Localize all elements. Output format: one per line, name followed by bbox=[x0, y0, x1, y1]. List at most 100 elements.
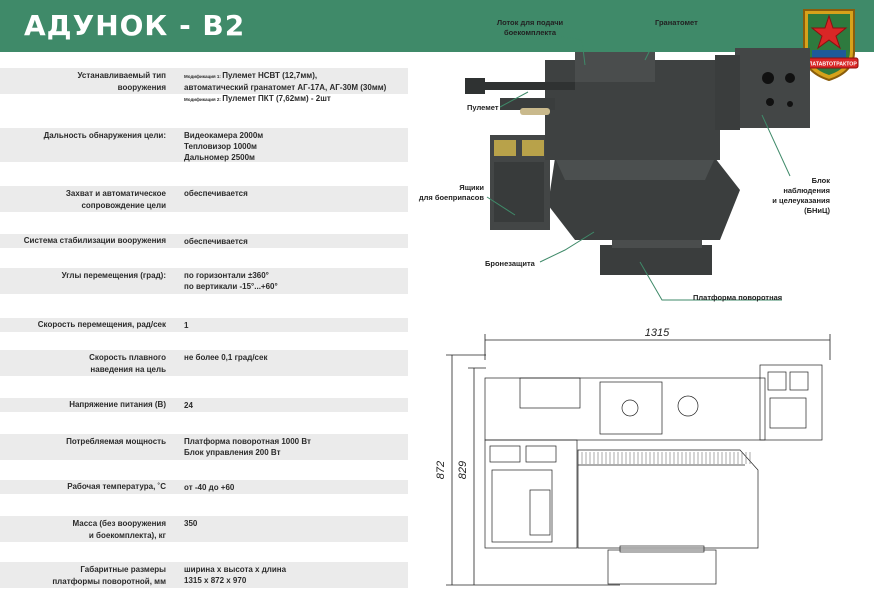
spec-value-line: автоматический гранатомет АГ-17А, АГ-30М… bbox=[184, 82, 406, 93]
spec-value-text: по вертикали -15°...+60° bbox=[184, 282, 278, 291]
callout-ammo-tray-line1: Лоток для подачи bbox=[496, 18, 564, 27]
spec-value-text: 350 bbox=[184, 519, 198, 528]
spec-value-text: 1 bbox=[184, 321, 189, 330]
spec-value-line: 1315 х 872 х 970 bbox=[184, 575, 406, 586]
spec-value-line: не более 0,1 град/сек bbox=[184, 352, 406, 363]
spec-label: Углы перемещения (град): bbox=[0, 270, 166, 282]
spec-value-line: от -40 до +60 bbox=[184, 482, 406, 493]
spec-label: Захват и автоматическое сопровождение цел… bbox=[0, 188, 166, 212]
spec-value-text: ширина х высота х длина bbox=[184, 565, 287, 574]
spec-value-text: Пулемет ПКТ (7,62мм) - 2шт bbox=[222, 94, 331, 103]
spec-value: 350 bbox=[184, 518, 406, 529]
spec-row-background bbox=[0, 350, 408, 376]
spec-row-background bbox=[0, 562, 408, 588]
spec-row-background bbox=[0, 128, 408, 162]
callout-observation-line3: и целеуказания bbox=[772, 196, 830, 205]
spec-value-text: не более 0,1 град/сек bbox=[184, 353, 268, 362]
spec-label-line: вооружения bbox=[117, 83, 166, 92]
spec-value-line: ширина х высота х длина bbox=[184, 564, 406, 575]
spec-value-text: 24 bbox=[184, 401, 193, 410]
spec-row-background bbox=[0, 516, 408, 542]
spec-value: Модификация 1: Пулемет НСВТ (12,7мм),авт… bbox=[184, 70, 406, 105]
spec-label: Потребляемая мощность bbox=[0, 436, 166, 448]
spec-label-line: Габаритные размеры bbox=[80, 565, 166, 574]
spec-row-background bbox=[0, 186, 408, 212]
callout-grenade-launcher: Гранатомет bbox=[655, 18, 698, 28]
page-title: АДУНОК - В2 bbox=[24, 9, 246, 42]
emblem-logo: ВОЛАТАВТОТРАКТОР bbox=[799, 9, 859, 82]
spec-label-line: и боекомплекта), кг bbox=[88, 531, 166, 540]
callout-ammo-tray-line2: боекомплекта bbox=[503, 28, 557, 37]
spec-label-line: Устанавливаемый тип bbox=[77, 71, 166, 80]
callout-observation-line4: (БНиЦ) bbox=[804, 206, 830, 215]
spec-value-line: по горизонтали ±360° bbox=[184, 270, 406, 281]
height-dimension-inner: 829 bbox=[457, 461, 469, 479]
spec-value: от -40 до +60 bbox=[184, 482, 406, 493]
spec-value-prefix: Модификация 1: bbox=[184, 74, 223, 79]
callout-ammo-boxes-line2: для боеприпасов bbox=[418, 193, 484, 202]
spec-value-line: Блок управления 200 Вт bbox=[184, 447, 406, 458]
spec-value-line: Тепловизор 1000м bbox=[184, 141, 406, 152]
spec-label-line: Напряжение питания (В) bbox=[69, 400, 166, 409]
spec-value: не более 0,1 град/сек bbox=[184, 352, 406, 363]
spec-label-line: Рабочая температура, ˚С bbox=[67, 482, 166, 491]
spec-label-line: Система стабилизации вооружения bbox=[23, 236, 166, 245]
spec-value-text: Платформа поворотная 1000 Вт bbox=[184, 437, 311, 446]
drawing-outline bbox=[484, 364, 823, 585]
spec-value-text: 1315 х 872 х 970 bbox=[184, 576, 247, 585]
spec-value-line: Модификация 2: Пулемет ПКТ (7,62мм) - 2ш… bbox=[184, 93, 406, 105]
spec-row-background bbox=[0, 318, 408, 332]
spec-value: 24 bbox=[184, 400, 406, 411]
spec-label: Напряжение питания (В) bbox=[0, 399, 166, 411]
callout-platform-line1: Платформа поворотная bbox=[693, 293, 783, 302]
height-dimension-outer: 872 bbox=[435, 461, 447, 479]
spec-value: обеспечивается bbox=[184, 236, 406, 247]
callout-machine-gun: Пулемет bbox=[467, 103, 499, 113]
spec-label: Скорость перемещения, рад/сек bbox=[0, 319, 166, 331]
dimension-lines bbox=[446, 334, 831, 586]
spec-value-line: обеспечивается bbox=[184, 236, 406, 247]
spec-label-line: Масса (без вооружения bbox=[72, 519, 166, 528]
spec-label-line: Углы перемещения (град): bbox=[61, 271, 166, 280]
spec-label-line: Потребляемая мощность bbox=[66, 437, 166, 446]
equipment-photo bbox=[465, 29, 810, 301]
spec-value: обеспечивается bbox=[184, 188, 406, 199]
spec-label: Рабочая температура, ˚С bbox=[0, 481, 166, 493]
callout-ammo-boxes: Ящики для боеприпасов bbox=[414, 183, 484, 203]
spec-value-text: Тепловизор 1000м bbox=[184, 142, 257, 151]
spec-label: Масса (без вооружения и боекомплекта), кг bbox=[0, 518, 166, 542]
spec-value-text: автоматический гранатомет АГ-17А, АГ-30М… bbox=[184, 83, 387, 92]
spec-label-line: наведения на цель bbox=[90, 365, 166, 374]
spec-row-background bbox=[0, 434, 408, 460]
spec-label-line: Захват и автоматическое bbox=[65, 189, 166, 198]
spec-row-background bbox=[0, 234, 408, 248]
spec-value-line: Дальномер 2500м bbox=[184, 152, 406, 163]
width-dimension: 1315 bbox=[645, 327, 670, 339]
spec-label-line: сопровождение цели bbox=[81, 201, 166, 210]
spec-value-text: обеспечивается bbox=[184, 189, 248, 198]
spec-row-background bbox=[0, 268, 408, 294]
callout-grenade-launcher-line1: Гранатомет bbox=[655, 18, 698, 27]
spec-label-line: Скорость перемещения, рад/сек bbox=[37, 320, 166, 329]
callout-machine-gun-line1: Пулемет bbox=[467, 103, 499, 112]
spec-value-line: Платформа поворотная 1000 Вт bbox=[184, 436, 406, 447]
turret-illustration bbox=[465, 48, 810, 275]
callout-observation-line2: наблюдения bbox=[783, 186, 830, 195]
spec-row-background bbox=[0, 398, 408, 412]
spec-row-background bbox=[0, 480, 408, 494]
spec-value-line: по вертикали -15°...+60° bbox=[184, 281, 406, 292]
emblem-text: ВОЛАТАВТОТРАКТОР bbox=[801, 62, 857, 68]
spec-value-text: Дальномер 2500м bbox=[184, 153, 255, 162]
spec-value-line: Видеокамера 2000м bbox=[184, 130, 406, 141]
spec-label-line: Дальность обнаружения цели: bbox=[43, 131, 166, 140]
spec-value-line: 24 bbox=[184, 400, 406, 411]
spec-value-line: 1 bbox=[184, 320, 406, 331]
callout-ammo-boxes-line1: Ящики bbox=[459, 183, 484, 192]
callout-armor-line1: Бронезащита bbox=[485, 259, 535, 268]
spec-value-line: обеспечивается bbox=[184, 188, 406, 199]
callout-platform: Платформа поворотная bbox=[693, 293, 782, 303]
spec-value: ширина х высота х длина 1315 х 872 х 970 bbox=[184, 564, 406, 586]
